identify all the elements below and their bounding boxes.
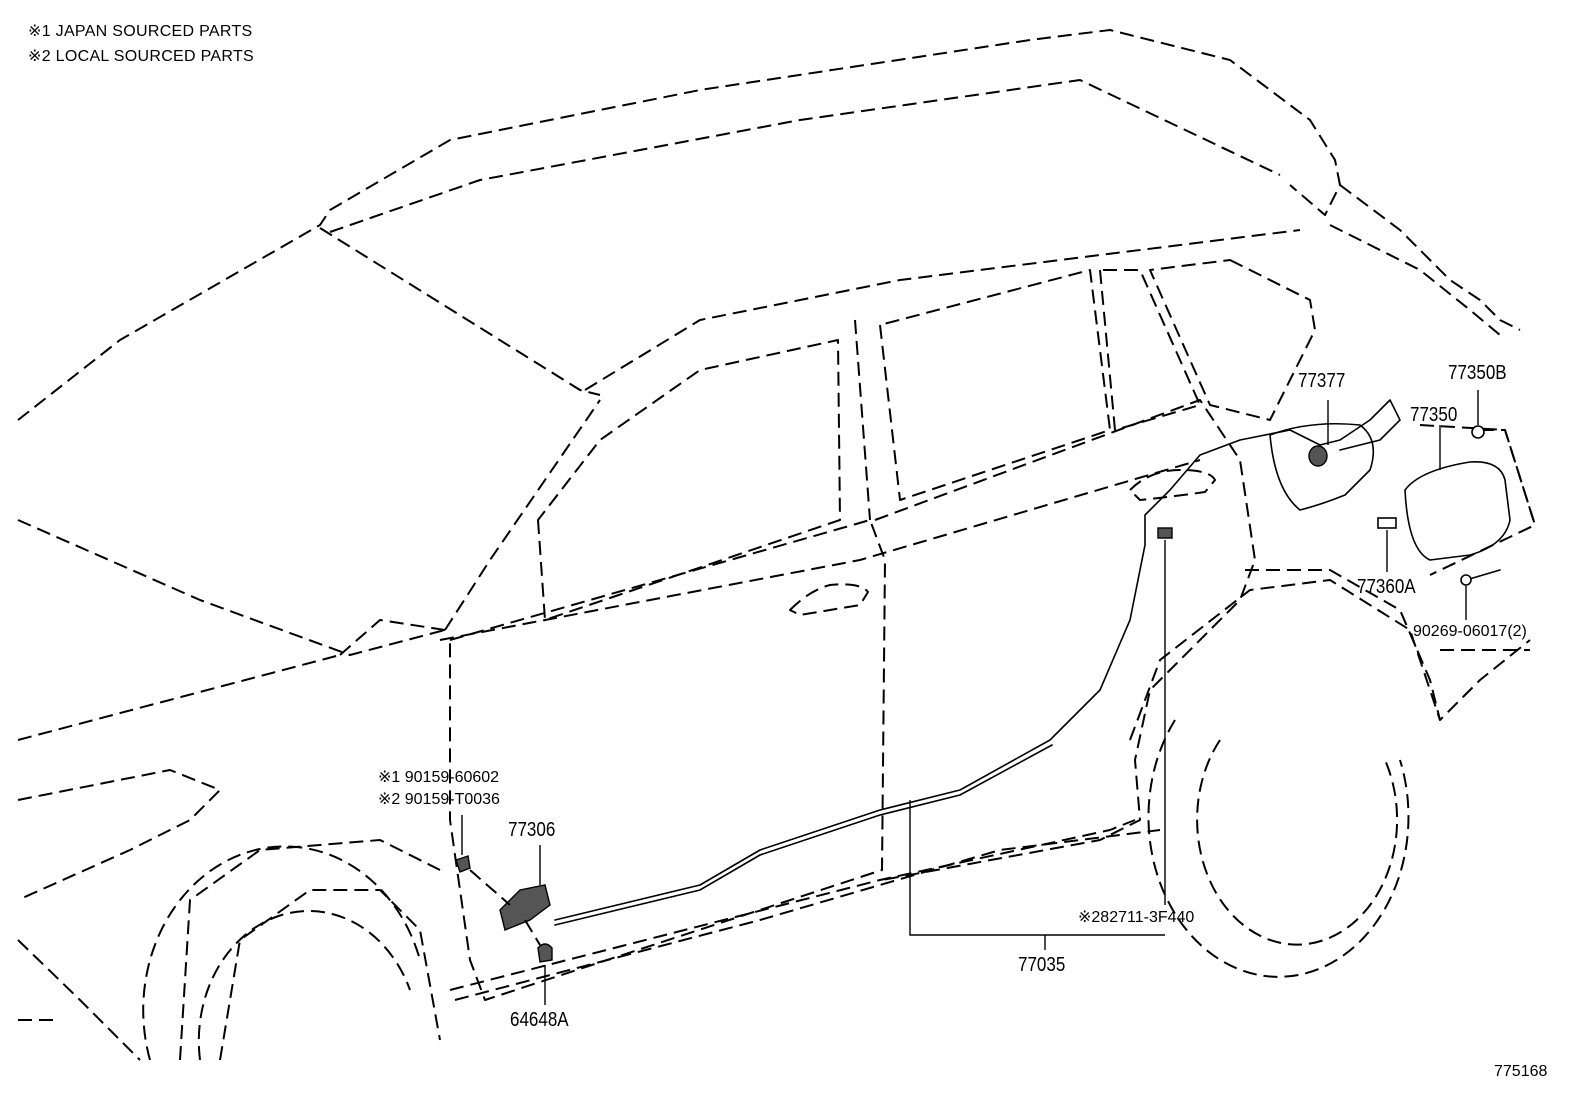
front-fender [17,769,221,901]
windshield-base [339,619,446,656]
rocker-panel [449,819,1136,991]
fuel-lid-hinge-part [1377,517,1397,529]
front-door-outline [449,519,886,1001]
legend-note-japan: ※1 JAPAN SOURCED PARTS [28,23,253,40]
part-label-77377[interactable]: 77377 [1298,370,1346,392]
part-label-77350B[interactable]: 77350B [1448,362,1507,384]
opener-lever-part [499,884,551,931]
fuel-lid-box [1480,429,1536,526]
part-label-77350[interactable]: 77350 [1410,404,1458,426]
figure-id: 775168 [1494,1063,1548,1080]
lever-dash-link [524,919,541,946]
legend-note-local: ※2 LOCAL SOURCED PARTS [28,48,254,65]
roof-rail [329,79,1281,233]
cable-sheath [554,744,1053,926]
front-door-handle [789,583,869,616]
rear-door-window2 [1099,269,1201,431]
fuel-lid-part [1404,461,1511,561]
rear-door-window [879,269,1111,501]
screw-90159-part [455,855,471,873]
part-label-282711[interactable]: ※282711-3F440 [1078,909,1195,926]
hood-front [17,654,341,741]
b-pillar [854,319,871,521]
rear-wheel-inner [1196,739,1399,946]
rear-wheel [1147,719,1410,978]
front-wheel-inner [197,910,411,1061]
fuel-lid-lock-part [1308,445,1328,467]
lever-cover-part [537,943,553,963]
front-wheel-arch [179,839,441,1061]
part-label-64648A[interactable]: 64648A [510,1009,569,1031]
fuel-lid-cushion-part [1471,425,1485,439]
a-pillar [444,399,601,631]
screw-dash-link [469,869,511,906]
screw-part [1465,569,1501,581]
roof-outline [17,29,1341,421]
roof-inner-line [319,227,601,396]
rear-hatch [1329,224,1501,336]
fuel-filler-housing [1269,422,1375,511]
rear-door-outline [874,399,1256,881]
front-door-window [537,339,841,621]
leader-77035 [909,800,1165,936]
roof-rail-lower [584,229,1301,391]
lower-sill [454,829,1161,1001]
part-label-90269[interactable]: 90269-06017(2) [1413,623,1527,640]
hood-line [17,519,446,656]
rear-wheel-arch [1129,579,1441,741]
part-label-77360A[interactable]: 77360A [1357,576,1416,598]
front-wheel [142,845,421,1061]
front-wheel-arch-inner [219,889,441,1061]
part-label-77035[interactable]: 77035 [1018,954,1066,976]
rear-fender [1245,569,1531,721]
front-bumper-lower [17,939,141,1061]
part-label-90159-japan[interactable]: ※1 90159-60602 [378,769,500,786]
clip-part [1157,527,1173,539]
part-label-77306[interactable]: 77306 [508,819,556,841]
rear-door-handle [1129,469,1216,501]
fuel-opener-cable [554,399,1401,921]
screw-head [1460,574,1472,586]
body-beltline [439,459,1201,641]
quarter-window [1149,259,1316,421]
part-label-90159-local[interactable]: ※2 90159-T0036 [378,791,500,808]
rear-bumper [1339,184,1521,331]
